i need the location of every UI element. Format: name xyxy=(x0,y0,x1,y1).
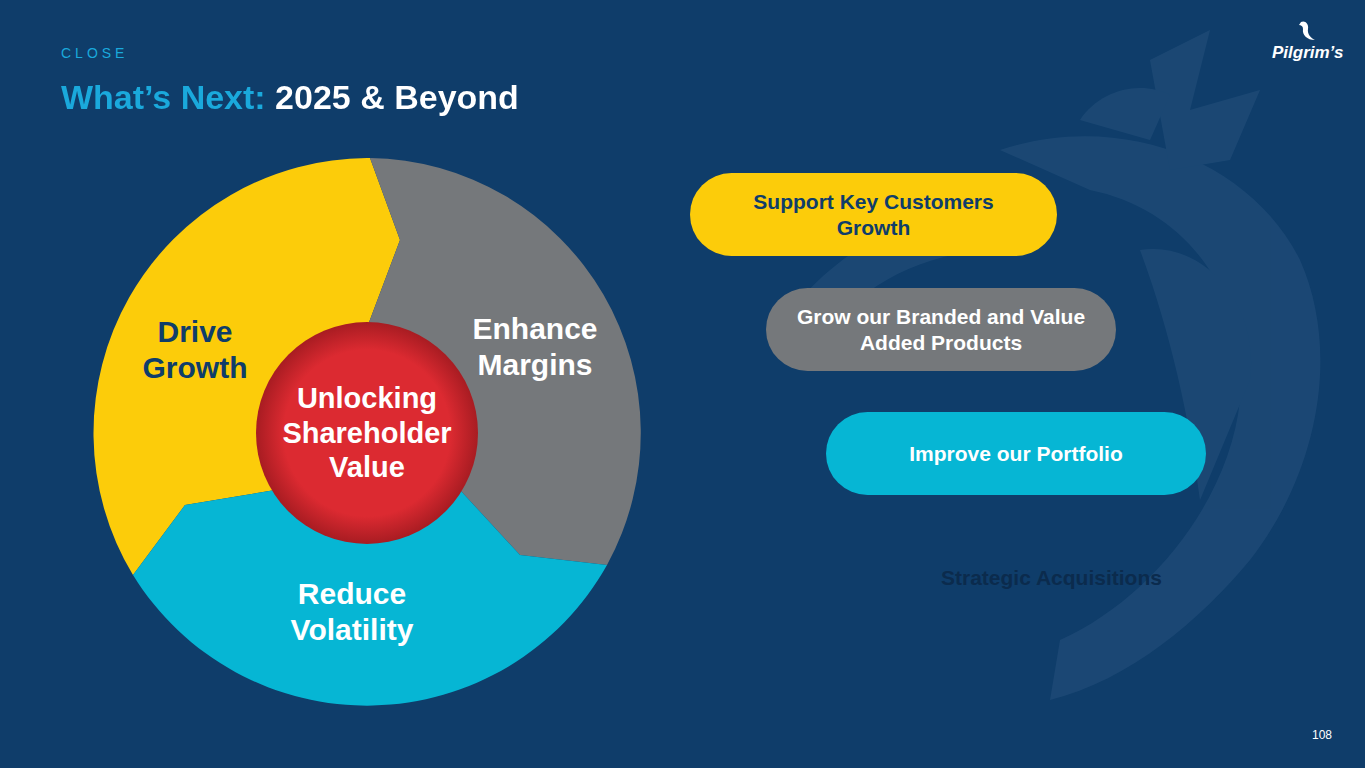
node-text: Improve our Portfolio xyxy=(856,441,1176,466)
pill-box: Grow our Branded and Value Added Product… xyxy=(766,288,1116,371)
logo-bird-shape xyxy=(1299,21,1315,40)
center-circle: Unlocking Shareholder Value xyxy=(255,321,479,545)
slide-title: What’s Next: 2025 & Beyond xyxy=(61,78,519,117)
node-text: Unlocking Shareholder Value xyxy=(267,381,467,485)
node-text: Grow our Branded and Value Added Product… xyxy=(796,304,1086,354)
pill-fill xyxy=(766,288,1116,371)
pill-box: Improve our Portfolio xyxy=(826,412,1206,495)
pill-fill xyxy=(826,412,1206,495)
shape-outline xyxy=(766,288,1116,371)
circle-fill xyxy=(256,322,478,544)
node-text: Reduce Volatility xyxy=(262,576,442,648)
page-number: 108 xyxy=(1312,728,1332,742)
pill-box: Support Key Customers Growth xyxy=(690,173,1057,256)
node-text: Support Key Customers Growth xyxy=(724,189,1024,239)
pill-fill xyxy=(690,173,1057,256)
company-logo: Pilgrim’s xyxy=(1272,43,1344,63)
shape-outline xyxy=(690,173,1057,256)
note-text: Strategic Acquisitions xyxy=(941,566,1162,590)
section-label: CLOSE xyxy=(61,45,128,61)
node-text: Drive Growth xyxy=(115,314,275,386)
node-text: Enhance Margins xyxy=(450,311,620,383)
logo-bird xyxy=(1295,18,1319,42)
